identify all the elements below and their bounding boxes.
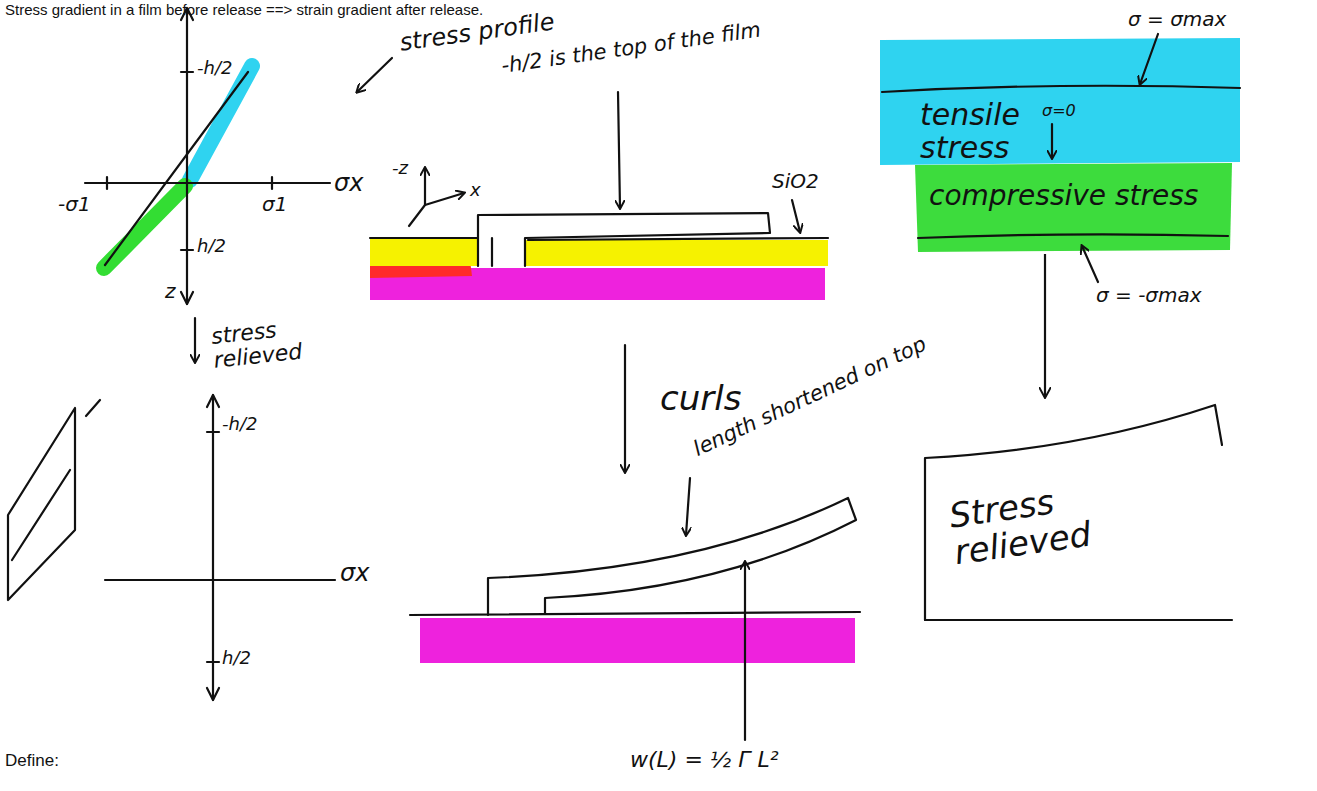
axis-tick-label: -h/2: [197, 58, 232, 78]
arrow-connector: [1044, 254, 1046, 397]
title: Stress gradient in a film before release…: [5, 2, 483, 19]
compressive-band: compressive stress: [915, 165, 1230, 251]
box-label: Stress relieved: [947, 463, 1205, 572]
material-label: SiO2: [772, 170, 819, 192]
axis-label: z: [165, 280, 176, 302]
note-label: stress relieved: [210, 314, 324, 374]
stress-value-label: σ = σmax: [1128, 8, 1226, 30]
axis-tick-label: -σ1: [58, 193, 91, 215]
relieved-film: Stress relieved: [925, 400, 1230, 622]
process-label: curls: [660, 380, 741, 417]
axis-tick-label: h/2: [197, 236, 226, 256]
tensile-band: tensile stressσ=0: [880, 40, 1240, 168]
axis-label: σx: [334, 170, 363, 196]
axis-tick-label: -h/2: [222, 414, 257, 434]
axis-label: -z: [392, 158, 408, 178]
axis-label: x: [470, 180, 481, 200]
equation-label: w(L) = ½ Γ L²: [630, 748, 778, 772]
axis-tick-label: h/2: [222, 648, 251, 668]
axis-tick-label: σ1: [262, 193, 287, 215]
axis-label: σx: [340, 560, 369, 586]
zero-stress-label: σ=0: [1042, 102, 1076, 120]
stress-value-label: σ = -σmax: [1096, 284, 1202, 306]
section-label: Define:: [5, 752, 59, 771]
band-label: compressive stress: [929, 181, 1198, 212]
